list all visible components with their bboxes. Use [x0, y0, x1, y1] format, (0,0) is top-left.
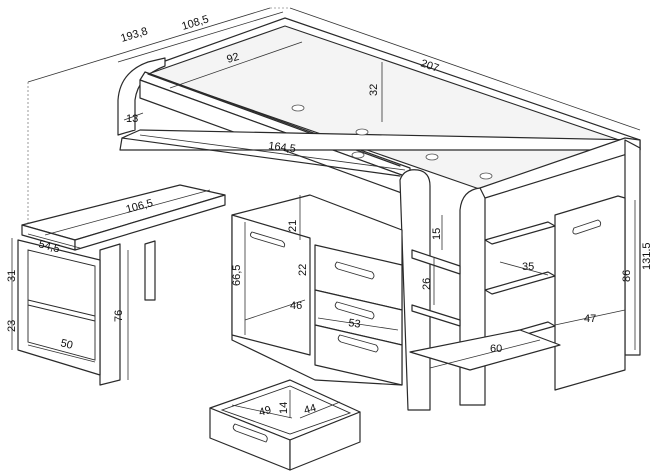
dim-shelf-length: 164,5 — [268, 140, 297, 155]
dim-desk-depth: 54,5 — [37, 238, 61, 255]
dim-cabinet-depth: 46 — [290, 300, 302, 312]
dim-ladder-step-top: 15 — [431, 228, 443, 240]
dim-desk-height: 76 — [113, 310, 125, 322]
bed-frame — [117, 17, 641, 411]
dim-end-shelf-depth: 35 — [522, 261, 534, 273]
dim-drawer-inner-height: 14 — [278, 402, 290, 414]
loose-drawer — [209, 379, 361, 471]
dim-guardrail-width: 92 — [225, 51, 240, 66]
dim-guardrail-height: 32 — [368, 84, 380, 96]
desk — [17, 184, 226, 386]
dimension-labels: 193,8 108,5 207 92 32 13 164,5 106,5 54,… — [6, 13, 650, 419]
dim-drawer-width: 53 — [348, 317, 362, 331]
dim-desk-cabinet-width: 50 — [59, 337, 74, 352]
dim-desk-cabinet-lower: 23 — [6, 320, 18, 332]
dim-drawer-inner-width: 49 — [258, 404, 273, 419]
dim-drawer-top-height: 22 — [297, 264, 309, 276]
dim-end-cabinet-width: 47 — [584, 313, 596, 325]
dim-end-height: 86 — [621, 270, 633, 282]
dim-total-height: 131,5 — [641, 242, 650, 270]
dim-ladder-step-mid: 26 — [421, 278, 433, 290]
dim-bed-depth: 108,5 — [180, 13, 210, 33]
dim-overall-length: 207 — [419, 57, 440, 74]
dimension-lines — [11, 7, 641, 419]
central-cabinet — [231, 194, 403, 386]
dim-door-height: 66,5 — [231, 265, 243, 286]
dim-top-clearance: 21 — [287, 220, 299, 232]
dim-ladder-gap: 13 — [126, 113, 138, 125]
dim-desk-cabinet-upper: 31 — [6, 270, 18, 282]
dim-overall-depth: 193,8 — [119, 25, 149, 45]
dim-step-length: 60 — [490, 343, 502, 355]
dim-drawer-inner-depth: 44 — [303, 402, 318, 417]
